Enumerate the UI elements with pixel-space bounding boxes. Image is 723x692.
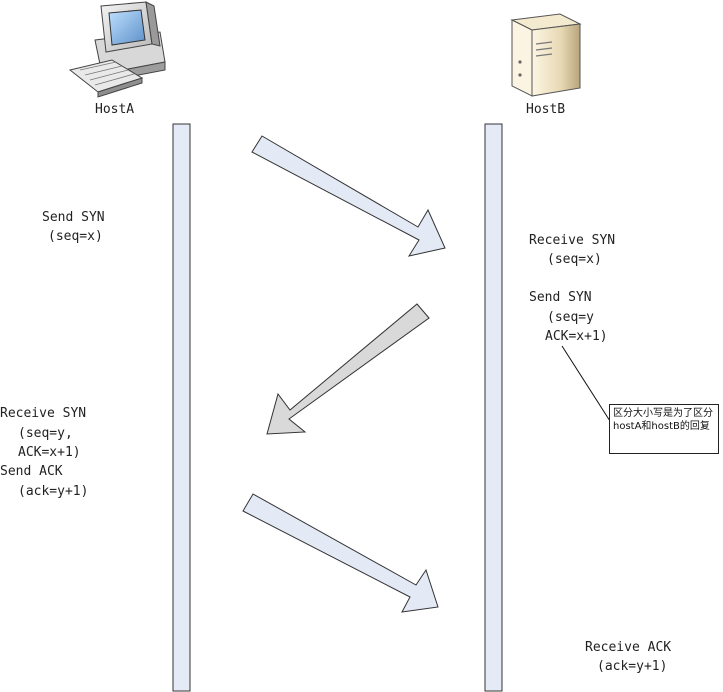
left-receive-syn-ack: ACK=x+1): [18, 445, 81, 460]
right-receive-syn-seq: (seq=x): [547, 252, 602, 267]
left-receive-syn-seq: (seq=y,: [18, 426, 73, 441]
desktop-computer-icon: [68, 1, 166, 98]
left-send-ack: Send ACK: [0, 464, 63, 479]
right-receive-ack: Receive ACK: [585, 640, 672, 655]
callout-leader-line: [561, 345, 618, 433]
arrow-syn-a-to-b: [251, 135, 446, 257]
right-receive-syn: Receive SYN: [529, 233, 616, 248]
right-send-syn: Send SYN: [529, 290, 592, 305]
callout-note: 区分大小写是为了区分hostA和hostB的回复: [609, 404, 719, 454]
lifeline-host-a: [172, 123, 191, 692]
right-receive-ack-value: (ack=y+1): [597, 659, 668, 674]
right-send-syn-seq: (seq=y: [547, 310, 594, 325]
arrow-ack-a-to-b: [242, 493, 439, 613]
host-b-label: HostB: [526, 102, 566, 117]
left-receive-syn: Receive SYN: [0, 406, 87, 421]
arrow-synack-b-to-a: [266, 303, 430, 435]
left-send-ack-value: (ack=y+1): [18, 484, 89, 499]
server-tower-icon: [510, 13, 582, 97]
right-send-syn-ack: ACK=x+1): [545, 329, 608, 344]
lifeline-host-b: [484, 123, 503, 692]
host-a-label: HostA: [95, 102, 135, 117]
left-send-syn-seq: (seq=x): [48, 229, 103, 244]
left-send-syn: Send SYN: [42, 210, 105, 225]
